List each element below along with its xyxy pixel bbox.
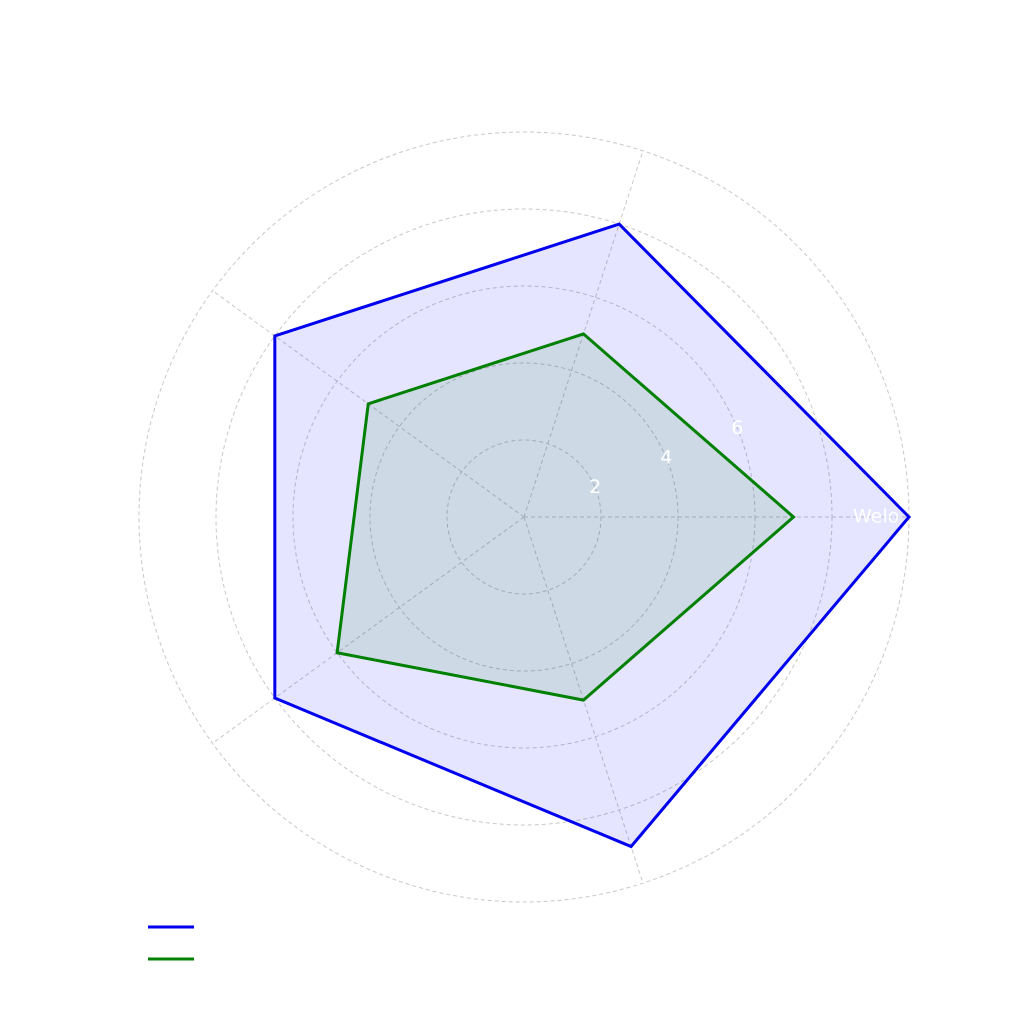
series-layer (273, 222, 912, 849)
series-0-polygon (273, 222, 912, 849)
grid-spoke-3 (212, 516, 525, 744)
legend (148, 925, 194, 961)
axis-labels: Welo (853, 506, 899, 528)
radial-tick-label: 6 (731, 417, 743, 439)
axis-label-0: Welo (853, 506, 899, 528)
radial-tick-label: 2 (589, 476, 601, 498)
radial-tick-label: 4 (660, 447, 672, 469)
series-1-polygon (335, 332, 796, 702)
radial-ticks: 2 4 6 (589, 417, 743, 498)
